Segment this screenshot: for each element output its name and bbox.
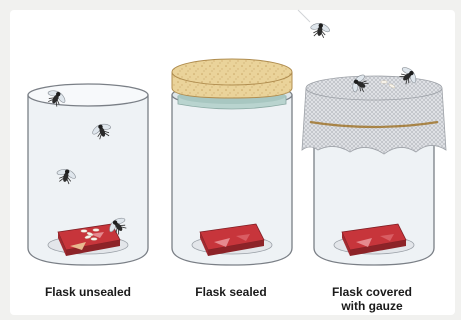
caption-flask-gauze: Flask covered with gauze xyxy=(312,285,432,313)
flask-gauze xyxy=(302,63,446,265)
cork-stopper xyxy=(172,59,292,109)
flask-unsealed xyxy=(28,84,148,265)
fly-icon xyxy=(308,20,331,38)
caption-flask-sealed: Flask sealed xyxy=(171,285,291,299)
caption-flask-unsealed: Flask unsealed xyxy=(28,285,148,299)
gauze-cover xyxy=(302,76,446,154)
motion-line xyxy=(298,10,310,22)
